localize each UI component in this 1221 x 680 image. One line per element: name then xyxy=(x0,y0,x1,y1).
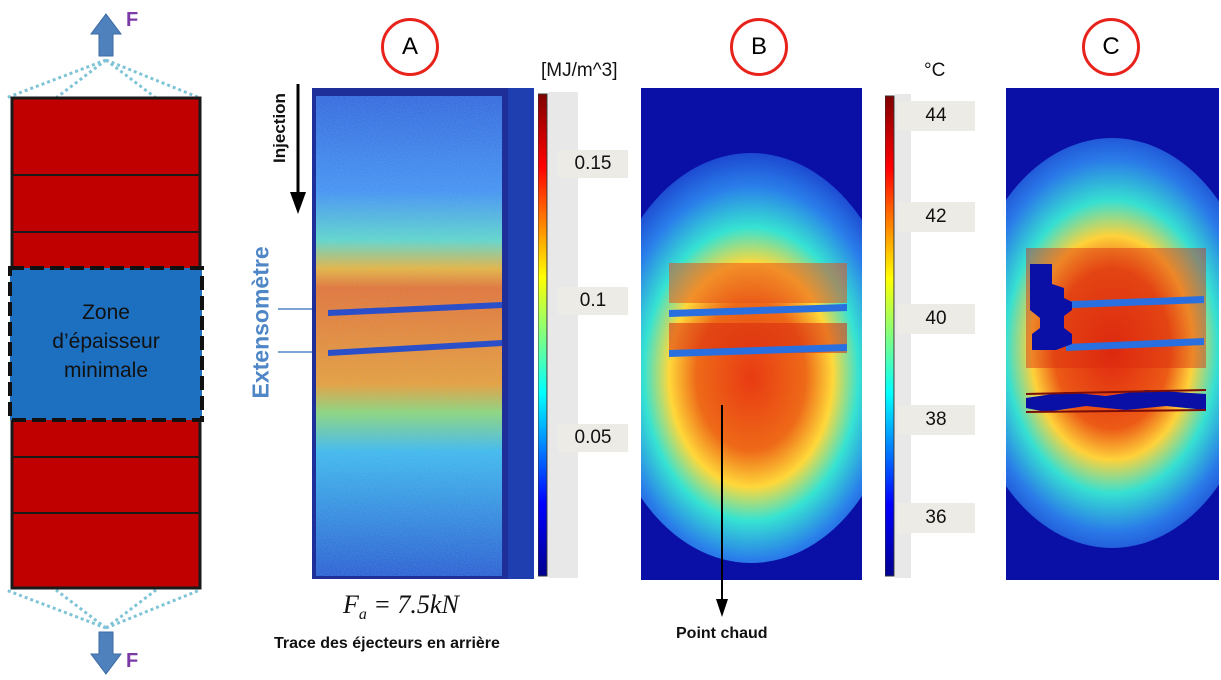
extensometre-label: Extensomètre xyxy=(247,246,274,399)
colorbar-b-tick: 42 xyxy=(897,202,975,232)
force-label-bottom: F xyxy=(126,650,139,672)
panel-b-badge: B xyxy=(730,18,788,76)
panel-b-map xyxy=(641,88,862,580)
specimen-diagram xyxy=(5,13,204,675)
colorbar-a-tick: 0.05 xyxy=(558,424,628,452)
force-label-top: F xyxy=(126,9,139,31)
zone-line-3: minimale xyxy=(63,359,149,382)
force-arrow-up-icon xyxy=(90,13,122,57)
colorbar-b-tick: 44 xyxy=(897,101,975,131)
zone-label: Zone d’épaisseur minimale xyxy=(12,298,200,385)
zone-line-2: d’épaisseur xyxy=(52,330,160,353)
panel-c-map xyxy=(1006,88,1219,580)
panel-a-badge: A xyxy=(381,18,439,76)
force-arrow-down-icon xyxy=(90,631,122,675)
top-cables xyxy=(5,58,201,100)
colorbar-b-tick: 38 xyxy=(897,405,975,435)
zone-line-1: Zone xyxy=(82,301,130,324)
colorbar-b-tick: 36 xyxy=(897,503,975,533)
panel-c-badge: C xyxy=(1082,18,1140,76)
panel-a-map xyxy=(312,88,534,579)
formula-subscript: a xyxy=(358,606,367,624)
specimen-segment-lines xyxy=(12,174,200,514)
colorbar-b-tick: 40 xyxy=(897,304,975,334)
injection-label: Injection xyxy=(270,93,289,163)
formula-rest: = 7.5kN xyxy=(366,590,459,619)
force-formula: Fa = 7.5kN xyxy=(343,590,459,624)
formula-symbol: F xyxy=(343,590,359,619)
colorbar-a-tick: 0.15 xyxy=(558,150,628,178)
bottom-cables xyxy=(5,588,201,630)
point-chaud-caption: Point chaud xyxy=(676,625,768,642)
injection-arrow xyxy=(290,84,306,214)
colorbar-a-unit: [MJ/m^3] xyxy=(541,60,618,81)
point-chaud-arrow xyxy=(716,405,728,617)
min-thickness-zone xyxy=(8,266,204,422)
colorbar-a-tick: 0.1 xyxy=(558,287,628,315)
colorbar-b-unit: °C xyxy=(924,60,946,81)
ejecteurs-caption: Trace des éjecteurs en arrière xyxy=(274,635,500,652)
